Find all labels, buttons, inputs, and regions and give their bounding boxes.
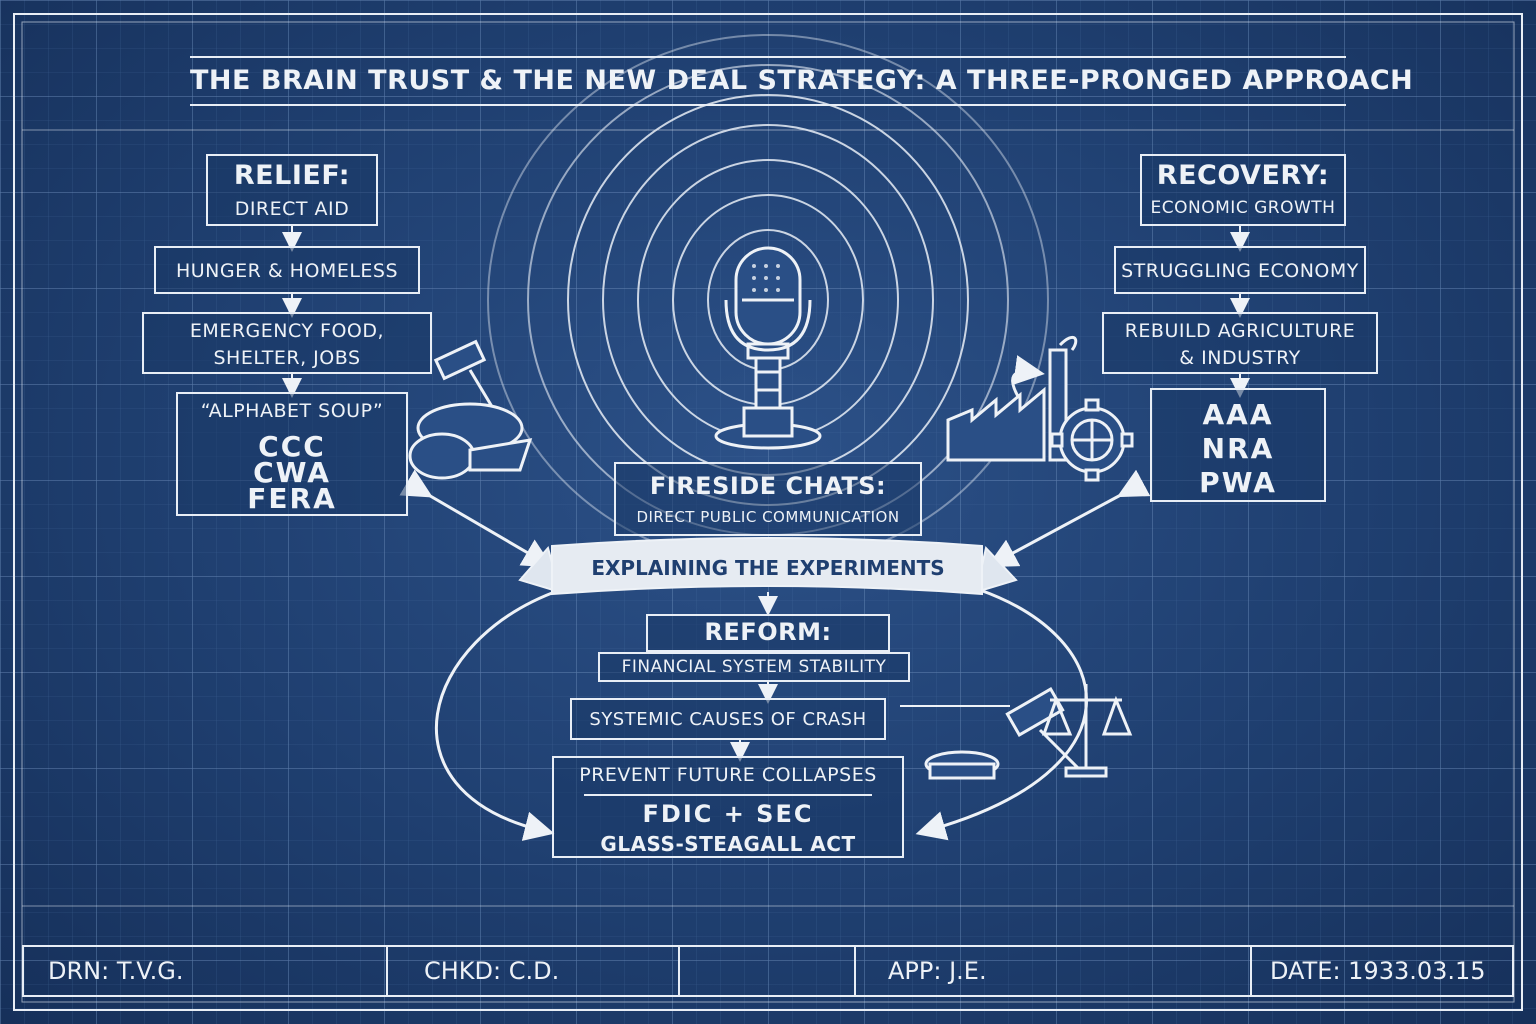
recovery-action-box: REBUILD AGRICULTURE & INDUSTRY [1102, 312, 1378, 374]
recovery-programs-box: AAA NRA PWA [1150, 388, 1326, 502]
divider [854, 947, 856, 995]
recovery-heading-box: RECOVERY: ECONOMIC GROWTH [1140, 154, 1346, 226]
relief-programs-label: “ALPHABET SOUP” [200, 400, 384, 422]
relief-program-fera: FERA [247, 482, 337, 515]
recovery-problem-box: STRUGGLING ECONOMY [1114, 246, 1366, 294]
recovery-heading: RECOVERY: [1156, 160, 1330, 191]
reform-heading-box: REFORM: [646, 614, 890, 652]
scales-icon [1041, 684, 1133, 778]
divider [1250, 947, 1252, 995]
checked-by: CHKD: C.D. [424, 957, 560, 985]
gear-icon [1050, 398, 1134, 482]
gavel-icon [924, 687, 1082, 780]
recovery-program-pwa: PWA [1199, 466, 1277, 499]
recovery-subheading: ECONOMIC GROWTH [1150, 198, 1336, 218]
drawing-date: DATE: 1933.03.15 [1270, 957, 1486, 985]
relief-action-line1: EMERGENCY FOOD, [189, 320, 385, 342]
fireside-heading: FIRESIDE CHATS: [649, 472, 887, 500]
bread-basket-icon [408, 402, 533, 480]
relief-action-line2: SHELTER, JOBS [213, 347, 361, 369]
reform-problem-box: SYSTEMIC CAUSES OF CRASH [570, 698, 886, 740]
reform-programs-box: PREVENT FUTURE COLLAPSES FDIC + SEC GLAS… [552, 756, 904, 858]
relief-heading-box: RELIEF: DIRECT AID [206, 154, 378, 226]
drawn-by: DRN: T.V.G. [48, 957, 184, 985]
reform-problem: SYSTEMIC CAUSES OF CRASH [589, 709, 867, 730]
recovery-program-nra: NRA [1201, 432, 1275, 465]
relief-action-box: EMERGENCY FOOD, SHELTER, JOBS [142, 312, 432, 374]
relief-subheading: DIRECT AID [234, 198, 350, 220]
approved-by: APP: J.E. [888, 957, 987, 985]
divider [678, 947, 680, 995]
recovery-action-line1: REBUILD AGRICULTURE [1124, 320, 1356, 342]
divider [584, 794, 872, 796]
fireside-subheading: DIRECT PUBLIC COMMUNICATION [636, 508, 900, 526]
page-title: THE BRAIN TRUST & THE NEW DEAL STRATEGY:… [190, 56, 1413, 106]
reform-subheading: FINANCIAL SYSTEM STABILITY [621, 657, 887, 677]
recovery-action-line2: & INDUSTRY [1179, 347, 1301, 369]
reform-programs-line2: GLASS-STEAGALL ACT [600, 832, 856, 856]
banner-label: EXPLAINING THE EXPERIMENTS [591, 556, 945, 580]
relief-problem-box: HUNGER & HOMELESS [154, 246, 420, 294]
reform-heading: REFORM: [704, 618, 832, 646]
fireside-box: FIRESIDE CHATS: DIRECT PUBLIC COMMUNICAT… [614, 462, 922, 536]
recovery-problem: STRUGGLING ECONOMY [1121, 260, 1359, 282]
reform-action: PREVENT FUTURE COLLAPSES [579, 764, 877, 786]
divider [386, 947, 388, 995]
title-block: DRN: T.V.G. CHKD: C.D. APP: J.E. DATE: 1… [22, 945, 1514, 997]
reform-programs-line1: FDIC + SEC [642, 800, 814, 828]
microphone-icon [714, 246, 822, 450]
relief-problem: HUNGER & HOMELESS [175, 260, 399, 282]
ribbon-banner [518, 537, 1018, 596]
relief-program-ccc: CCC [258, 430, 326, 463]
recovery-program-aaa: AAA [1202, 398, 1274, 431]
relief-program-cwa: CWA [253, 456, 331, 489]
reform-subheading-box: FINANCIAL SYSTEM STABILITY [598, 652, 910, 682]
relief-programs-box: “ALPHABET SOUP” CCC CWA FERA [176, 392, 408, 516]
relief-heading: RELIEF: [233, 160, 351, 191]
